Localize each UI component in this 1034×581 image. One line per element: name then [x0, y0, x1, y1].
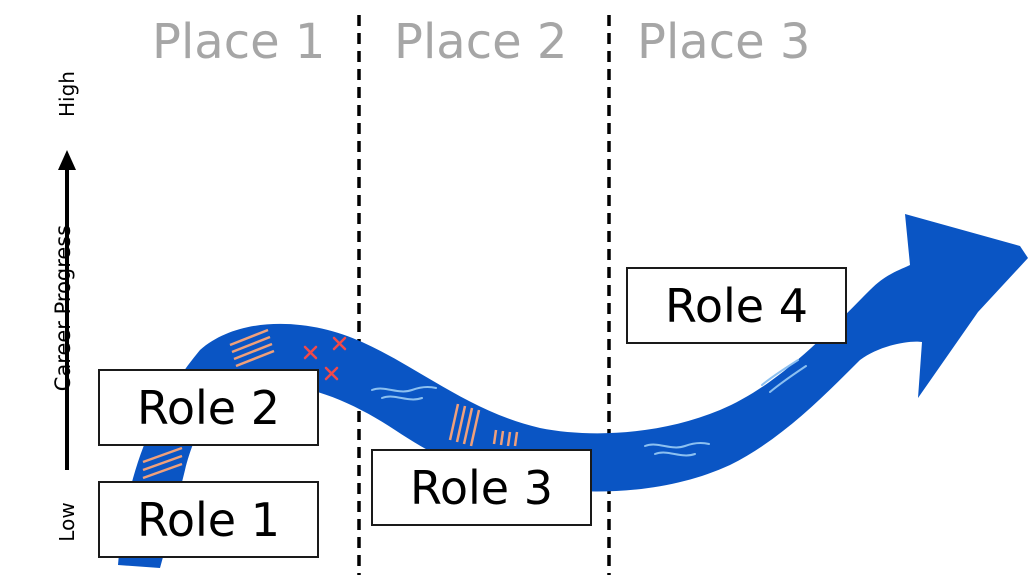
- axis-title: Career Progress: [51, 224, 75, 392]
- role-3-box: Role 3: [371, 449, 592, 526]
- role-4-box: Role 4: [626, 267, 847, 344]
- axis-arrow-head: [58, 150, 76, 170]
- wave-marks: [371, 359, 807, 457]
- hatch-mark-4: [492, 429, 519, 447]
- hatch-mark-2: [142, 446, 183, 480]
- place-2-label: Place 2: [394, 14, 568, 70]
- axis-high-label: High: [55, 71, 79, 117]
- cross-marks: [303, 336, 347, 381]
- hatch-mark-1: [229, 328, 275, 368]
- place-1-label: Place 1: [152, 14, 326, 70]
- career-path-ribbon: [118, 214, 1028, 568]
- axis-low-label: Low: [55, 502, 79, 542]
- place-3-label: Place 3: [637, 14, 811, 70]
- hatch-mark-3: [448, 403, 481, 447]
- role-1-box: Role 1: [98, 481, 319, 558]
- role-2-box: Role 2: [98, 369, 319, 446]
